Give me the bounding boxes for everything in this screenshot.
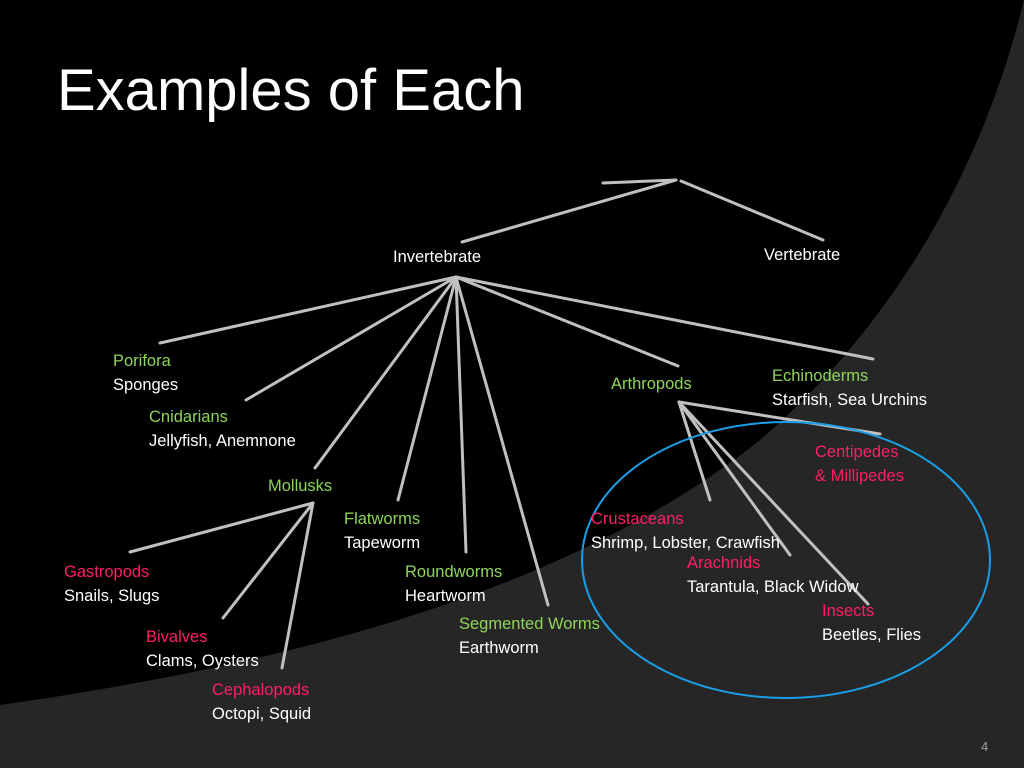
connector-cephalopods [280,501,315,670]
node-arachnids-examples: Tarantula, Black Widow [687,578,859,596]
connector-cnidarians [244,275,458,402]
connector-bivalves [221,501,315,620]
node-centipedes-label-line2: & Millipedes [815,467,904,485]
node-roundworms-label: Roundworms [405,563,503,581]
node-centipedes: Centipedes & Millipedes [815,440,904,488]
node-cnidarians: Cnidarians Jellyfish, Anemnone [149,405,296,453]
node-flatworms-examples: Tapeworm [344,534,421,552]
node-echinoderms-examples: Starfish, Sea Urchins [772,391,927,409]
connector-porifora [158,275,458,345]
node-segmented-worms-label: Segmented Worms [459,615,600,633]
node-invertebrate-label: Invertebrate [393,248,482,266]
connector-root-invertebrate [460,178,678,244]
node-cephalopods-label: Cephalopods [212,681,310,699]
node-crustaceans-label: Crustaceans [591,510,684,528]
node-vertebrate-label: Vertebrate [764,246,841,264]
connector-flatworms [396,275,458,502]
connector-root-bar [601,178,678,185]
connector-gastropods [128,501,315,554]
node-insects-label: Insects [822,602,875,620]
node-cephalopods: Cephalopods Octopi, Squid [212,678,311,726]
node-mollusks-label: Mollusks [268,477,333,495]
node-bivalves: Bivalves Clams, Oysters [146,625,259,673]
node-cnidarians-label: Cnidarians [149,408,228,426]
connector-insects [677,400,870,606]
node-centipedes-label-line1: Centipedes [815,443,899,461]
connector-crustaceans [677,400,712,502]
slide-number: 4 [981,739,989,754]
node-echinoderms: Echinoderms Starfish, Sea Urchins [772,364,927,412]
node-porifora: Porifora Sponges [113,349,178,397]
node-echinoderms-label: Echinoderms [772,367,869,385]
node-crustaceans-examples: Shrimp, Lobster, Crawfish [591,534,780,552]
node-insects-examples: Beetles, Flies [822,626,922,644]
node-flatworms-label: Flatworms [344,510,421,528]
node-arachnids-label: Arachnids [687,554,761,572]
node-roundworms-examples: Heartworm [405,587,486,605]
node-cnidarians-examples: Jellyfish, Anemnone [149,432,296,450]
connector-arthropods [454,275,680,368]
connector-segmented-worms [454,275,550,607]
node-segmented-worms-examples: Earthworm [459,639,539,657]
node-insects: Insects Beetles, Flies [822,599,921,647]
node-arachnids: Arachnids Tarantula, Black Widow [687,551,859,599]
node-crustaceans: Crustaceans Shrimp, Lobster, Crawfish [591,507,780,555]
node-bivalves-label: Bivalves [146,628,208,646]
node-bivalves-examples: Clams, Oysters [146,652,259,670]
connector-roundworms [454,275,468,554]
node-segmented-worms: Segmented Worms Earthworm [459,612,600,660]
node-gastropods-examples: Snails, Slugs [64,587,160,605]
node-arthropods-label: Arthropods [611,375,692,393]
connector-echinoderms [454,275,875,361]
arthropod-highlight-ellipse [581,421,991,699]
node-porifora-examples: Sponges [113,376,179,394]
node-invertebrate: Invertebrate [393,245,481,269]
node-arthropods: Arthropods [611,372,692,396]
node-mollusks: Mollusks [268,474,332,498]
slide-title: Examples of Each [57,58,525,123]
connector-arachnids [677,400,792,557]
node-vertebrate: Vertebrate [764,243,840,267]
node-gastropods-label: Gastropods [64,563,150,581]
node-roundworms: Roundworms Heartworm [405,560,502,608]
node-cephalopods-examples: Octopi, Squid [212,705,312,723]
connector-mollusks [313,275,458,470]
connector-root-vertebrate [679,179,825,242]
node-gastropods: Gastropods Snails, Slugs [64,560,159,608]
node-flatworms: Flatworms Tapeworm [344,507,420,555]
node-porifora-label: Porifora [113,352,171,370]
